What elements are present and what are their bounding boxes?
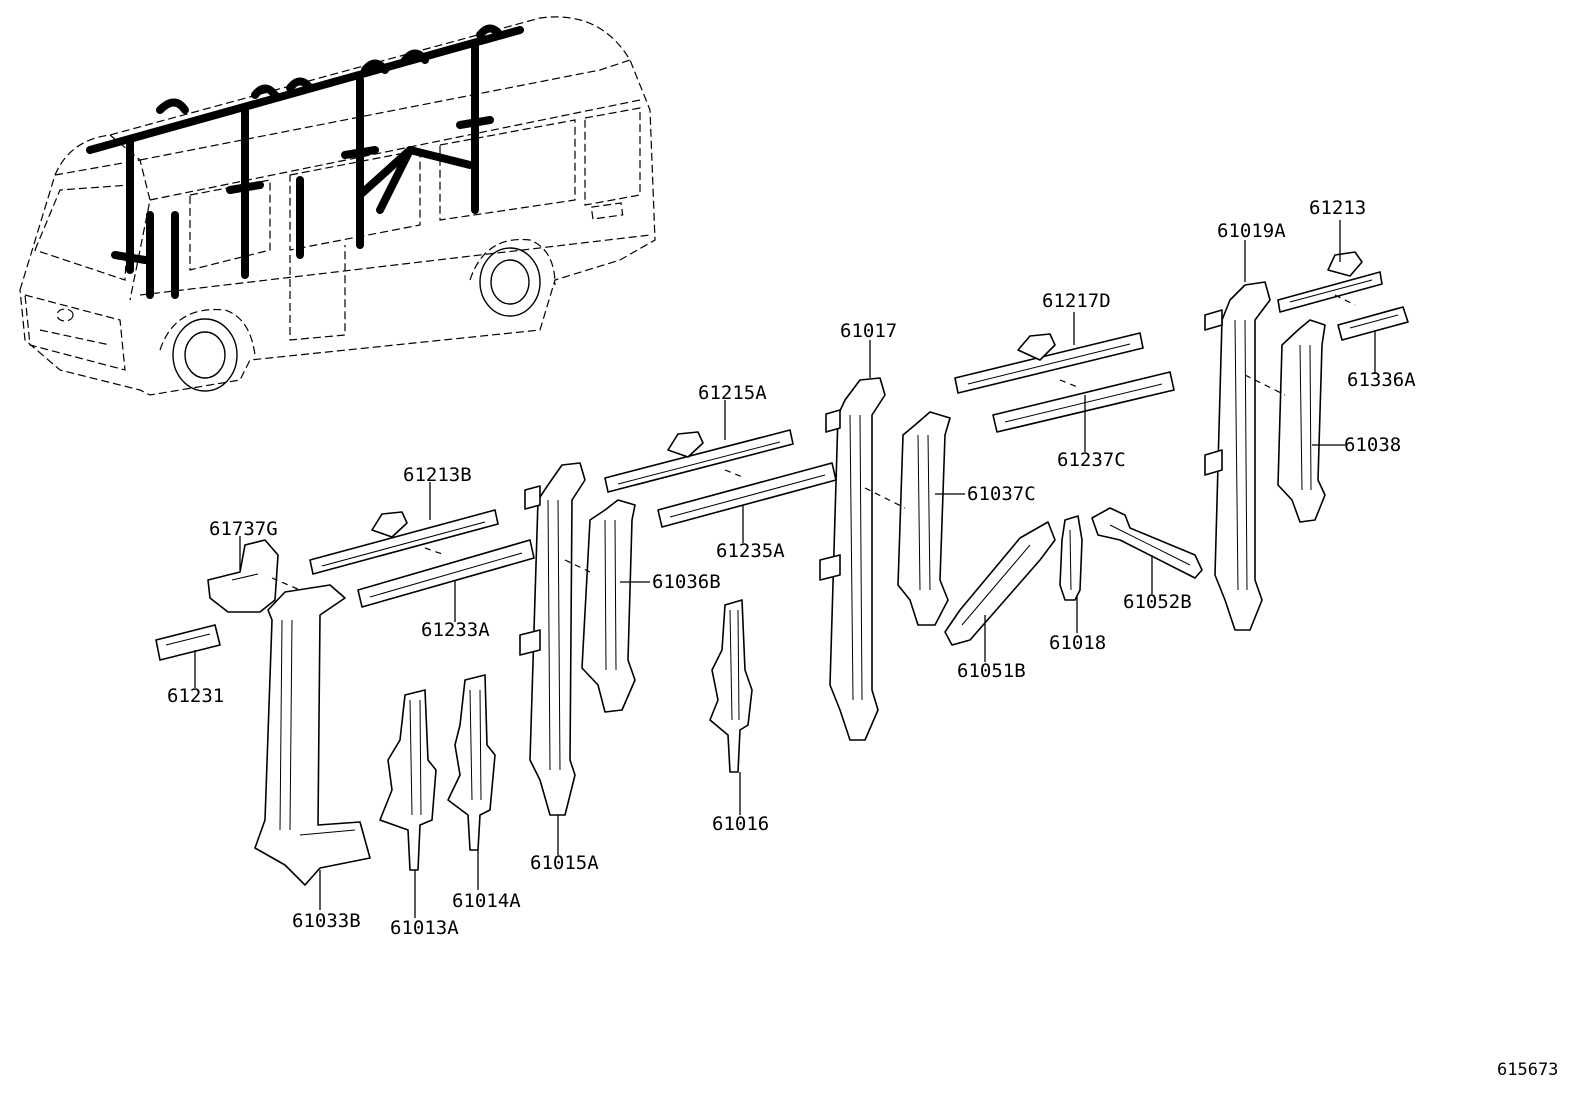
part-61033B [254, 584, 371, 886]
diagram-code: 615673 [1497, 1060, 1558, 1080]
label-61014A: 61014A [452, 890, 521, 912]
label-61038: 61038 [1344, 434, 1401, 456]
part-61018 [1059, 515, 1083, 601]
label-61213B: 61213B [403, 464, 472, 486]
label-61737G: 61737G [209, 518, 278, 540]
label-61237C: 61237C [1057, 449, 1126, 471]
label-61017: 61017 [840, 320, 897, 342]
part-61235A [657, 462, 837, 528]
label-61037C: 61037C [967, 483, 1036, 505]
label-61018: 61018 [1049, 632, 1106, 654]
part-61019A [1204, 281, 1271, 631]
part-61016 [709, 599, 753, 773]
part-61233A [357, 539, 535, 608]
label-61215A: 61215A [698, 382, 767, 404]
part-61052B [1091, 507, 1203, 579]
part-61038 [1277, 319, 1326, 523]
part-61213 [1277, 251, 1383, 313]
label-61231: 61231 [167, 685, 224, 707]
label-61016: 61016 [712, 813, 769, 835]
van-overview-illustration [19, 16, 656, 396]
label-61033B: 61033B [292, 910, 361, 932]
part-61037C [897, 411, 951, 626]
part-61036B [581, 499, 636, 713]
part-61336A [1337, 306, 1409, 341]
label-61051B: 61051B [957, 660, 1026, 682]
part-61215A [604, 429, 794, 493]
part-labels: 61213 61019A 61217D 61017 61336A 61215A … [167, 197, 1416, 939]
label-61233A: 61233A [421, 619, 490, 641]
part-61013A [379, 689, 437, 871]
label-61052B: 61052B [1123, 591, 1192, 613]
label-61013A: 61013A [390, 917, 459, 939]
alignment-dashed-lines [271, 294, 1356, 591]
label-61213: 61213 [1309, 197, 1366, 219]
part-61231 [155, 624, 221, 661]
label-61336A: 61336A [1347, 369, 1416, 391]
label-61235A: 61235A [716, 540, 785, 562]
label-61217D: 61217D [1042, 290, 1111, 312]
label-61036B: 61036B [652, 571, 721, 593]
part-61217D [954, 332, 1144, 394]
label-61015A: 61015A [530, 852, 599, 874]
leader-lines [194, 220, 1376, 918]
part-61017 [819, 377, 886, 741]
part-61015A [519, 462, 586, 816]
part-61213B [309, 509, 499, 575]
part-61014A [447, 674, 496, 851]
label-61019A: 61019A [1217, 220, 1286, 242]
part-61051B [944, 521, 1056, 646]
part-61237C [992, 371, 1175, 433]
part-61737G [207, 539, 279, 613]
